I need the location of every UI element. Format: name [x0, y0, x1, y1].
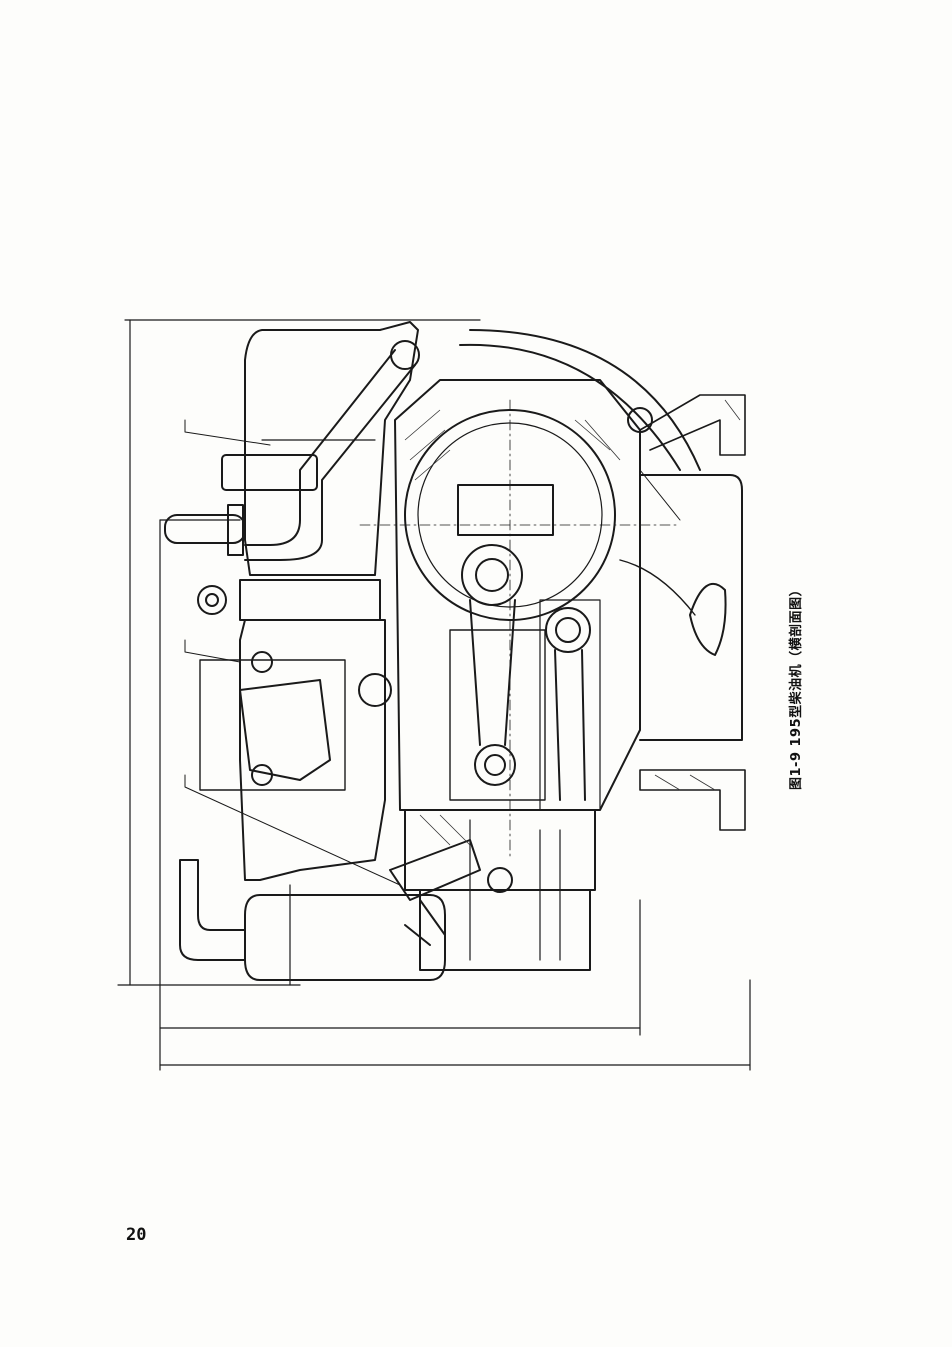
- muffler: [179, 859, 446, 986]
- section-hatching: [404, 399, 741, 846]
- fuel-injector: [389, 839, 481, 946]
- leader-lines: [184, 419, 681, 886]
- cylinder-head: [404, 809, 596, 971]
- left-fittings: [164, 454, 381, 621]
- filler-tube: [244, 340, 420, 561]
- crankcase: [199, 619, 392, 881]
- gear-housing: [619, 394, 746, 831]
- flywheel: [459, 329, 701, 471]
- connecting-rod: [449, 544, 546, 801]
- figure-caption: 图1-9 195型柴油机（横剖面图）: [789, 582, 804, 790]
- balance-shaft: [539, 599, 601, 811]
- engine-frame: [359, 379, 681, 861]
- page-number: 20: [126, 1225, 147, 1245]
- dimension-lines: [117, 319, 751, 1071]
